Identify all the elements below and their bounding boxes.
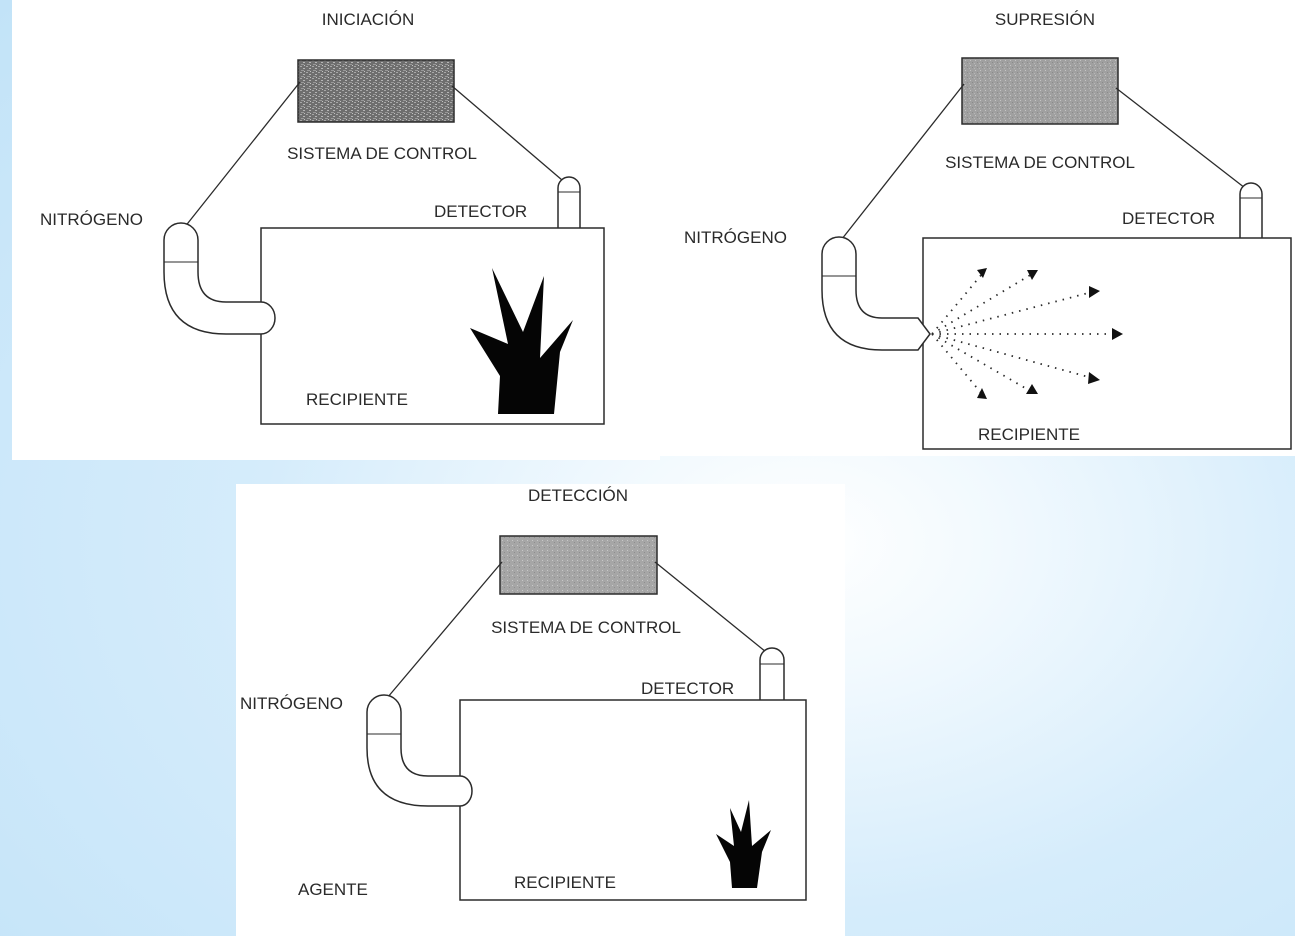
nitrogen-wire [837,83,965,245]
nitrogen-pipe-icon [163,222,276,335]
container-label: RECIPIENTE [514,873,616,892]
control-system-box [499,535,658,595]
detector-label: DETECTOR [1122,209,1215,228]
spray-arrowheads [977,268,1123,399]
nitrogen-pipe-icon [366,694,473,807]
container-box [459,699,807,901]
detector-label: DETECTOR [641,679,734,698]
iniciacion-diagram: INICIACIÓN SISTEMA DE CONTROL DETECTOR R… [40,10,605,425]
detector-wire [654,561,767,653]
control-system-label: SISTEMA DE CONTROL [945,153,1135,172]
nitrogen-wire [183,81,301,229]
container-label: RECIPIENTE [306,390,408,409]
nitrogen-pipe-icon [821,236,931,351]
nitrogen-wire [381,561,503,705]
nitrogen-label: NITRÓGENO [40,210,143,229]
control-system-box [961,57,1119,125]
detector-icon [1239,182,1263,238]
panel-supresion: SUPRESIÓN SISTEMA DE CONTROL DETECTOR RE… [660,0,1295,456]
deteccion-diagram: DETECCIÓN SISTEMA DE CONTROL DETECTOR RE… [240,486,807,901]
detector-wire [451,85,563,181]
deteccion-title: DETECCIÓN [528,486,628,505]
flame-icon [716,800,771,888]
iniciacion-title: INICIACIÓN [322,10,415,29]
panel-iniciacion: INICIACIÓN SISTEMA DE CONTROL DETECTOR R… [12,0,660,460]
control-system-label: SISTEMA DE CONTROL [287,144,477,163]
control-system-label: SISTEMA DE CONTROL [491,618,681,637]
agent-spray [931,273,1116,395]
detector-icon [759,647,785,700]
detector-icon [557,176,581,228]
nitrogen-label: NITRÓGENO [240,694,343,713]
detector-label: DETECTOR [434,202,527,221]
nitrogen-label: NITRÓGENO [684,228,787,247]
supresion-title: SUPRESIÓN [995,10,1095,29]
container-box [922,237,1292,450]
agent-label: AGENTE [298,880,368,899]
flame-icon [470,268,573,414]
panel-deteccion: DETECCIÓN SISTEMA DE CONTROL DETECTOR RE… [236,484,845,936]
container-label: RECIPIENTE [978,425,1080,444]
control-system-box [297,59,455,123]
detector-wire [1115,87,1246,189]
supresion-diagram: SUPRESIÓN SISTEMA DE CONTROL DETECTOR RE… [684,10,1292,450]
